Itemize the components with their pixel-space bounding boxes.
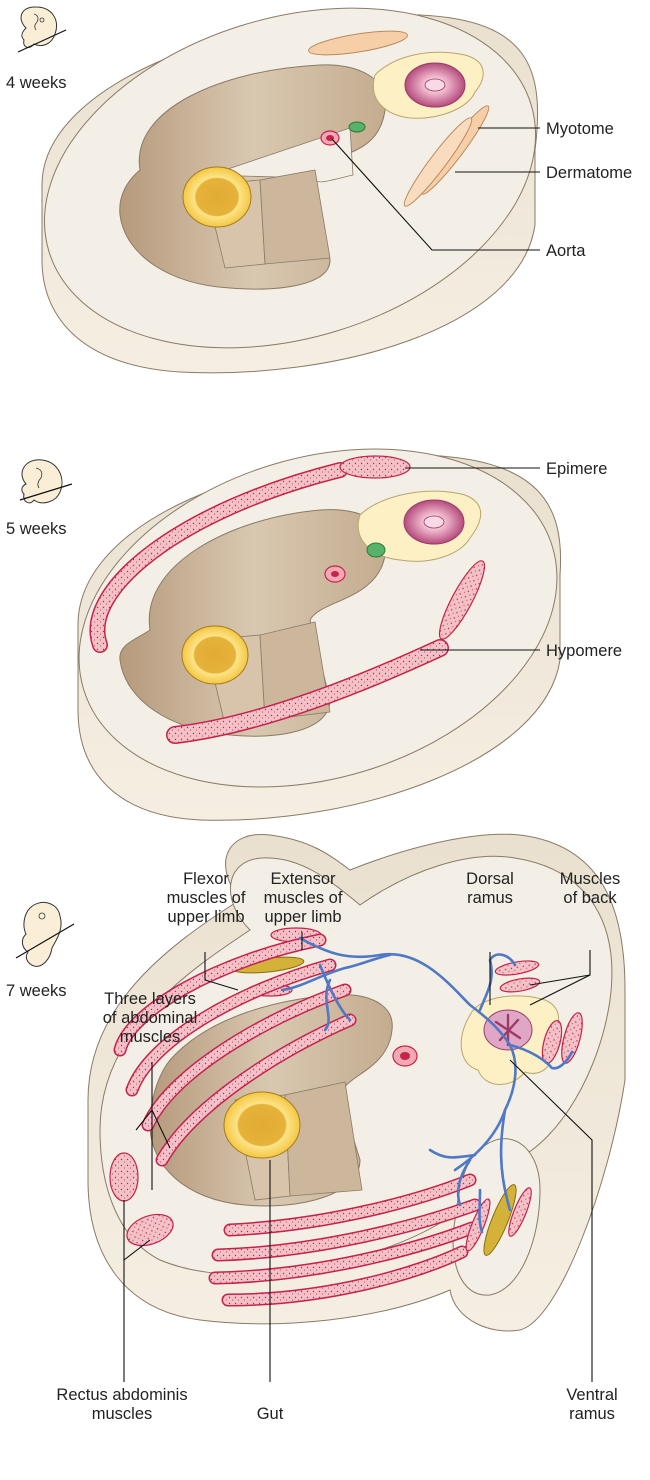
svg-text:ramus: ramus bbox=[467, 889, 513, 907]
svg-text:muscles: muscles bbox=[120, 1028, 181, 1046]
svg-text:Muscles: Muscles bbox=[560, 870, 621, 888]
svg-text:Extensor: Extensor bbox=[270, 870, 336, 888]
label-ventral-ramus: Ventral ramus bbox=[566, 1386, 617, 1423]
svg-text:Ventral: Ventral bbox=[566, 1386, 617, 1404]
age-label-4-weeks: 4 weeks bbox=[6, 74, 67, 92]
age-label-7-weeks: 7 weeks bbox=[6, 982, 67, 1000]
label-extensor-muscles: Extensor muscles of upper limb bbox=[264, 870, 343, 926]
rectus-abdominis-upper bbox=[110, 1153, 138, 1201]
label-rectus-abdominis: Rectus abdominis muscles bbox=[56, 1386, 187, 1423]
panel-4-weeks: 4 weeks Myotome Dermatome Aorta bbox=[2, 0, 632, 405]
notochord bbox=[349, 122, 365, 132]
embryo-icon bbox=[16, 902, 74, 966]
label-muscles-of-back: Muscles of back bbox=[560, 870, 621, 907]
gut bbox=[182, 626, 248, 684]
age-label-5-weeks: 5 weeks bbox=[6, 520, 67, 538]
label-aorta: Aorta bbox=[546, 242, 586, 260]
svg-text:Three layers: Three layers bbox=[104, 990, 196, 1008]
epimere bbox=[340, 456, 410, 478]
label-gut: Gut bbox=[257, 1405, 284, 1423]
svg-text:muscles: muscles bbox=[92, 1405, 153, 1423]
svg-text:upper limb: upper limb bbox=[264, 908, 341, 926]
svg-text:ramus: ramus bbox=[569, 1405, 615, 1423]
svg-text:Dorsal: Dorsal bbox=[466, 870, 514, 888]
gut bbox=[183, 167, 251, 227]
svg-text:of abdominal: of abdominal bbox=[103, 1009, 197, 1027]
svg-text:Flexor: Flexor bbox=[183, 870, 229, 888]
label-dorsal-ramus: Dorsal ramus bbox=[466, 870, 514, 907]
label-epimere: Epimere bbox=[546, 460, 607, 478]
embryo-icon bbox=[20, 460, 72, 503]
embryo-icon bbox=[18, 7, 66, 52]
svg-text:muscles of: muscles of bbox=[167, 889, 246, 907]
label-hypomere: Hypomere bbox=[546, 642, 622, 660]
label-dermatome: Dermatome bbox=[546, 164, 632, 182]
gut bbox=[224, 1092, 300, 1158]
svg-text:of back: of back bbox=[563, 889, 617, 907]
label-myotome: Myotome bbox=[546, 120, 614, 138]
panel-5-weeks: 5 weeks Epimere Hypomere bbox=[6, 393, 622, 842]
svg-text:upper limb: upper limb bbox=[167, 908, 244, 926]
panel-7-weeks: 7 weeks bbox=[6, 834, 625, 1423]
svg-text:Rectus abdominis: Rectus abdominis bbox=[56, 1386, 187, 1404]
svg-text:muscles of: muscles of bbox=[264, 889, 343, 907]
notochord bbox=[367, 543, 385, 557]
